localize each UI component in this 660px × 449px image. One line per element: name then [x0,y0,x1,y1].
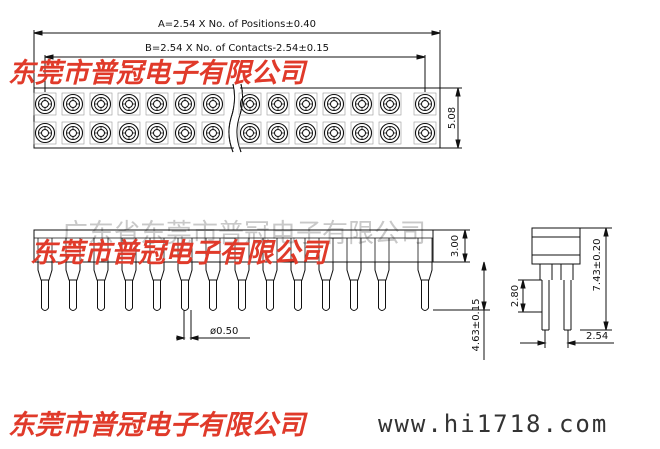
pin [149,238,165,311]
watermark-middle: 东莞市普冠电子有限公司 [30,238,330,269]
contact-hole [173,121,197,145]
contact-hole [266,92,290,116]
pin [290,238,306,311]
pin [205,238,221,311]
contact-hole [350,92,374,116]
contact-hole [33,92,57,116]
pin [374,238,390,311]
dimension-side-height-label: 7.43±0.20 [592,239,603,292]
contact-hole [378,121,402,145]
contact-hole [117,121,141,145]
contact-hole [378,92,402,116]
pin [318,238,334,311]
contact-hole [413,121,437,145]
watermark-website: www.hi1718.com [378,410,608,438]
dimension-pin-length [433,261,490,360]
contact-hole [294,92,318,116]
contact-hole [322,121,346,145]
contact-hole [413,92,437,116]
watermark-top: 东莞市普冠电子有限公司 [8,58,308,89]
contact-hole [173,92,197,116]
pin [65,238,81,311]
pin [37,238,53,311]
side-view [531,227,581,331]
contact-hole [238,92,262,116]
front-view [33,229,434,311]
contact-hole [266,121,290,145]
contact-hole [238,121,262,145]
pin [177,238,193,311]
pin [262,238,278,311]
dimension-b [44,54,426,92]
contact-hole [145,92,169,116]
dimension-pin-diameter [176,310,250,341]
dimension-side-height [580,227,612,331]
contact-hole [294,121,318,145]
dimension-pin-diameter-label: ø0.50 [210,326,238,337]
top-view [33,83,441,153]
front-view-body [33,229,434,263]
contact-hole [145,121,169,145]
contact-hole [33,121,57,145]
dimension-pitch-label: 2.54 [586,331,608,342]
pin [234,238,250,311]
dimension-side-pin [518,279,542,313]
dimension-a-label: A=2.54 X No. of Positions±0.40 [158,19,316,30]
pin [121,238,137,311]
dimension-side-pin-label: 2.80 [510,285,521,307]
dimension-pin-length-label: 4.63±0.15 [471,299,482,352]
contact-hole [201,92,225,116]
contact-hole [89,92,113,116]
contact-hole [61,92,85,116]
contact-hole [201,121,225,145]
contact-hole [117,92,141,116]
dimension-body-height [433,229,470,263]
contact-hole [89,121,113,145]
dimension-b-label: B=2.54 X No. of Contacts-2.54±0.15 [145,43,329,54]
contact-hole [350,121,374,145]
contact-hole [322,92,346,116]
pin [417,238,433,311]
pin [346,238,362,311]
pin [93,238,109,311]
dimension-body-height-label: 3.00 [450,235,461,257]
dimension-row-height [440,87,462,149]
dimension-row-height-label: 5.08 [447,107,458,129]
watermark-grey: 广东省东莞市普冠电子有限公司 [62,219,426,249]
contact-hole [61,121,85,145]
dimension-a [33,30,441,90]
dimension-pitch [520,330,614,348]
watermark-bottom: 东莞市普冠电子有限公司 [8,410,308,441]
